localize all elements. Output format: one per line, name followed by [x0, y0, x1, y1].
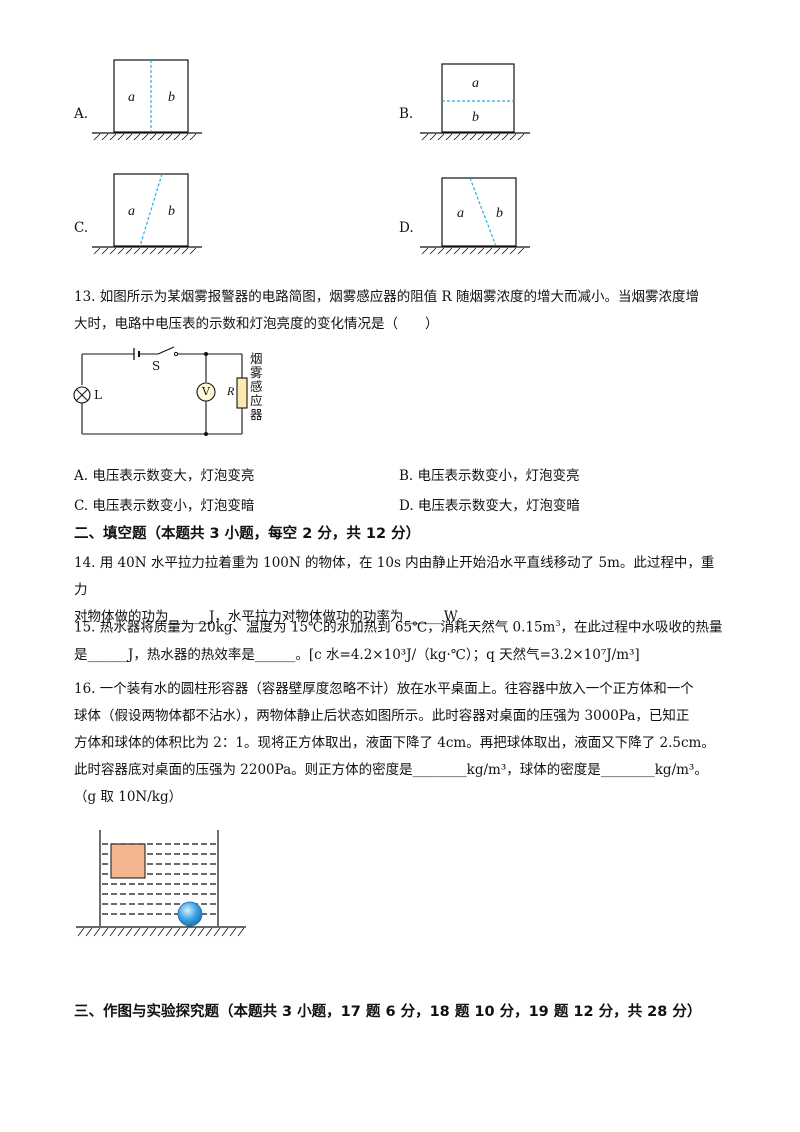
lamp-label: L [94, 388, 102, 402]
q16-line-1: 16. 一个装有水的圆柱形容器（容器壁厚度忽略不计）放在水平桌面上。往容器中放入… [74, 681, 694, 697]
switch-icon [157, 346, 175, 355]
label-a: a [128, 204, 135, 219]
label-b: b [168, 204, 175, 219]
option-letter: C. [74, 220, 89, 236]
sensor-label: 烟雾感应器 [250, 351, 263, 422]
q13-line-2: 大时，电路中电压表的示数和灯泡亮度的变化情况是（ ） [74, 316, 439, 332]
label-a: a [457, 206, 464, 221]
section-3-title: 三、作图与实验探究题（本题共 3 小题，17 题 6 分，18 题 10 分，1… [74, 1004, 702, 1020]
section-2-title: 二、填空题（本题共 3 小题，每空 2 分，共 12 分） [74, 526, 421, 542]
label-b: b [168, 90, 175, 105]
q13-stem: 13. 如图所示为某烟雾报警器的电路简图，烟雾感应器的阻值 R 随烟雾浓度的增大… [74, 284, 724, 338]
q13-option-d[interactable]: D. 电压表示数变大，灯泡变暗 [399, 498, 580, 514]
label-a: a [128, 90, 135, 105]
voltmeter-label: V [202, 385, 210, 398]
label-b: b [472, 110, 479, 125]
container-figure-b [420, 63, 530, 141]
q15-line-2: 是______J，热水器的热效率是______。[c 水=4.2×10³J/（k… [74, 646, 640, 663]
option-letter: B. [399, 106, 414, 122]
q13-option-c[interactable]: C. 电压表示数变小，灯泡变暗 [74, 498, 255, 514]
cube-block [110, 843, 146, 879]
q13-option-b[interactable]: B. 电压表示数变小，灯泡变亮 [399, 468, 580, 484]
container-figure-c [92, 173, 202, 255]
container-figure-a [92, 59, 202, 141]
option-letter: A. [74, 106, 89, 122]
q15-line-1: 15. 热水器将质量为 20kg、温度为 15℃的水加热到 65℃，消耗天然气 … [74, 619, 723, 636]
circuit-diagram [73, 346, 248, 436]
q14-line-2: 对物体做的功为______J，水平拉力对物体做功的功率为______W。 [74, 609, 472, 625]
q16-stem: 16. 一个装有水的圆柱形容器（容器壁厚度忽略不计）放在水平桌面上。往容器中放入… [74, 676, 724, 811]
q16-line-2: 球体（假设两物体都不沾水），两物体静止后状态如图所示。此时容器对桌面的压强为 3… [74, 708, 690, 724]
label-b: b [496, 206, 503, 221]
water-container-figure [76, 830, 246, 937]
switch-label: S [152, 359, 161, 373]
option-letter: D. [399, 220, 414, 236]
sphere-ball [177, 901, 203, 927]
q14-stem: 14. 用 40N 水平拉力拉着重为 100N 的物体，在 10s 内由静止开始… [74, 550, 724, 631]
q16-line-4: 此时容器底对桌面的压强为 2200Pa。则正方体的密度是________kg/m… [74, 762, 708, 778]
container-figure-d [420, 177, 530, 255]
q13-option-a[interactable]: A. 电压表示数变大，灯泡变亮 [74, 468, 255, 484]
q13-line-1: 13. 如图所示为某烟雾报警器的电路简图，烟雾感应器的阻值 R 随烟雾浓度的增大… [74, 289, 700, 305]
resistor-label: R [227, 384, 235, 398]
q15-stem: 15. 热水器将质量为 20kg、温度为 15℃的水加热到 65℃，消耗天然气 … [74, 610, 724, 669]
q14-line-1: 14. 用 40N 水平拉力拉着重为 100N 的物体，在 10s 内由静止开始… [74, 555, 715, 598]
resistor-icon [236, 377, 248, 409]
q16-line-3: 方体和球体的体积比为 2：1。现将正方体取出，液面下降了 4cm。再把球体取出，… [74, 735, 715, 751]
q16-line-5: （g 取 10N/kg） [74, 789, 183, 805]
label-a: a [472, 76, 479, 91]
